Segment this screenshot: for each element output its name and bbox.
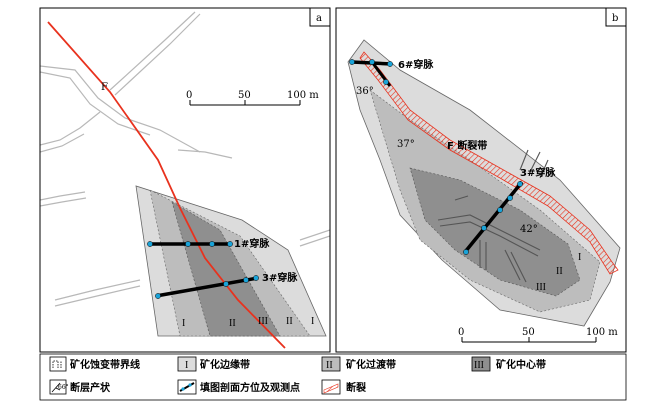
scale-end-a: 100 m (287, 90, 319, 101)
panel-a: F 1#穿脉 3#穿脉 I II III II I 0 50 100 m (40, 8, 330, 352)
legend-attitude-symbol: 66° (58, 384, 69, 391)
zone-label-b-0: I (578, 252, 581, 263)
legend-boundary: 矿化蚀变带界线 (49, 356, 140, 372)
obs-points-b (349, 59, 523, 255)
legend-transition-roman: II (326, 360, 333, 371)
zone-label-a-1: II (229, 318, 236, 329)
zone-label-a-4: I (311, 316, 314, 327)
zone-label-a-0: I (182, 318, 185, 329)
panel-a-tag-box (309, 7, 331, 27)
fault-line-a (47, 21, 286, 349)
dip-label-b-2: 42° (520, 224, 538, 235)
zone-label-b-1: II (556, 266, 563, 277)
vein1-label-a: 1#穿脉 (234, 237, 270, 250)
legend-fault: 断裂 (321, 379, 366, 395)
fault-label-a: F (101, 82, 108, 93)
panel-a-frame (39, 7, 331, 353)
dip-label-b-1: 37° (397, 139, 415, 150)
scale-zero-a: 0 (186, 90, 192, 101)
fault-zone-b (359, 51, 619, 275)
legend-center: III 矿化中心带 (471, 356, 546, 372)
obs-points-a (147, 241, 259, 299)
dip-label-b-0: 36° (356, 86, 374, 97)
center-zone-b (409, 167, 581, 297)
legend-profile-label: 填图剖面方位及观测点 (200, 381, 300, 394)
scale-bar-b: 0 50 100 m (458, 327, 618, 343)
legend-edge-roman: I (185, 360, 188, 371)
scale-bar-a: 0 50 100 m (186, 90, 319, 106)
legend-center-label: 矿化中心带 (496, 358, 546, 371)
road-network-a (40, 11, 330, 307)
legend-transition: II 矿化过渡带 (321, 356, 396, 372)
legend-center-roman: III (474, 360, 484, 371)
legend-edge-label: 矿化边缘带 (200, 358, 250, 371)
scale-mid-b: 50 (522, 327, 535, 338)
panel-b-tag-box (605, 7, 627, 27)
legend-edge: I 矿化边缘带 (177, 356, 250, 372)
legend: 矿化蚀变带界线 I 矿化边缘带 II 矿化过渡带 III 矿化中心带 66° 断… (39, 353, 627, 401)
vein3-label-b: 3#穿脉 (520, 166, 556, 179)
zone-label-a-2: III (258, 316, 268, 327)
panel-a-tag: a (316, 13, 322, 24)
legend-attitude: 66° 断层产状 (49, 379, 111, 395)
vein3-label-a: 3#穿脉 (262, 271, 298, 284)
zone-label-b-2: III (536, 282, 546, 293)
panel-b-frame (335, 7, 627, 353)
panel-b-tag: b (612, 13, 618, 24)
fault-zone-label-b: F 断裂带 (447, 139, 487, 152)
profile-line-3-a (155, 276, 259, 298)
profile-line-3-b (463, 180, 524, 254)
legend-fault-label: 断裂 (346, 381, 366, 394)
vein6-label-b: 6#穿脉 (398, 58, 434, 71)
legend-attitude-label: 断层产状 (70, 381, 111, 394)
center-zone-a (171, 201, 281, 337)
scale-zero-b: 0 (458, 327, 464, 338)
scale-mid-a: 50 (238, 90, 251, 101)
legend-transition-label: 矿化过渡带 (346, 358, 396, 371)
zone-label-a-3: II (286, 316, 293, 327)
scale-end-b: 100 m (586, 327, 618, 338)
panel-b: 6#穿脉 3#穿脉 F 断裂带 36° 37° 42° I II III 0 5… (336, 8, 626, 352)
legend-profile: 填图剖面方位及观测点 (177, 379, 300, 395)
legend-boundary-label: 矿化蚀变带界线 (70, 358, 140, 371)
